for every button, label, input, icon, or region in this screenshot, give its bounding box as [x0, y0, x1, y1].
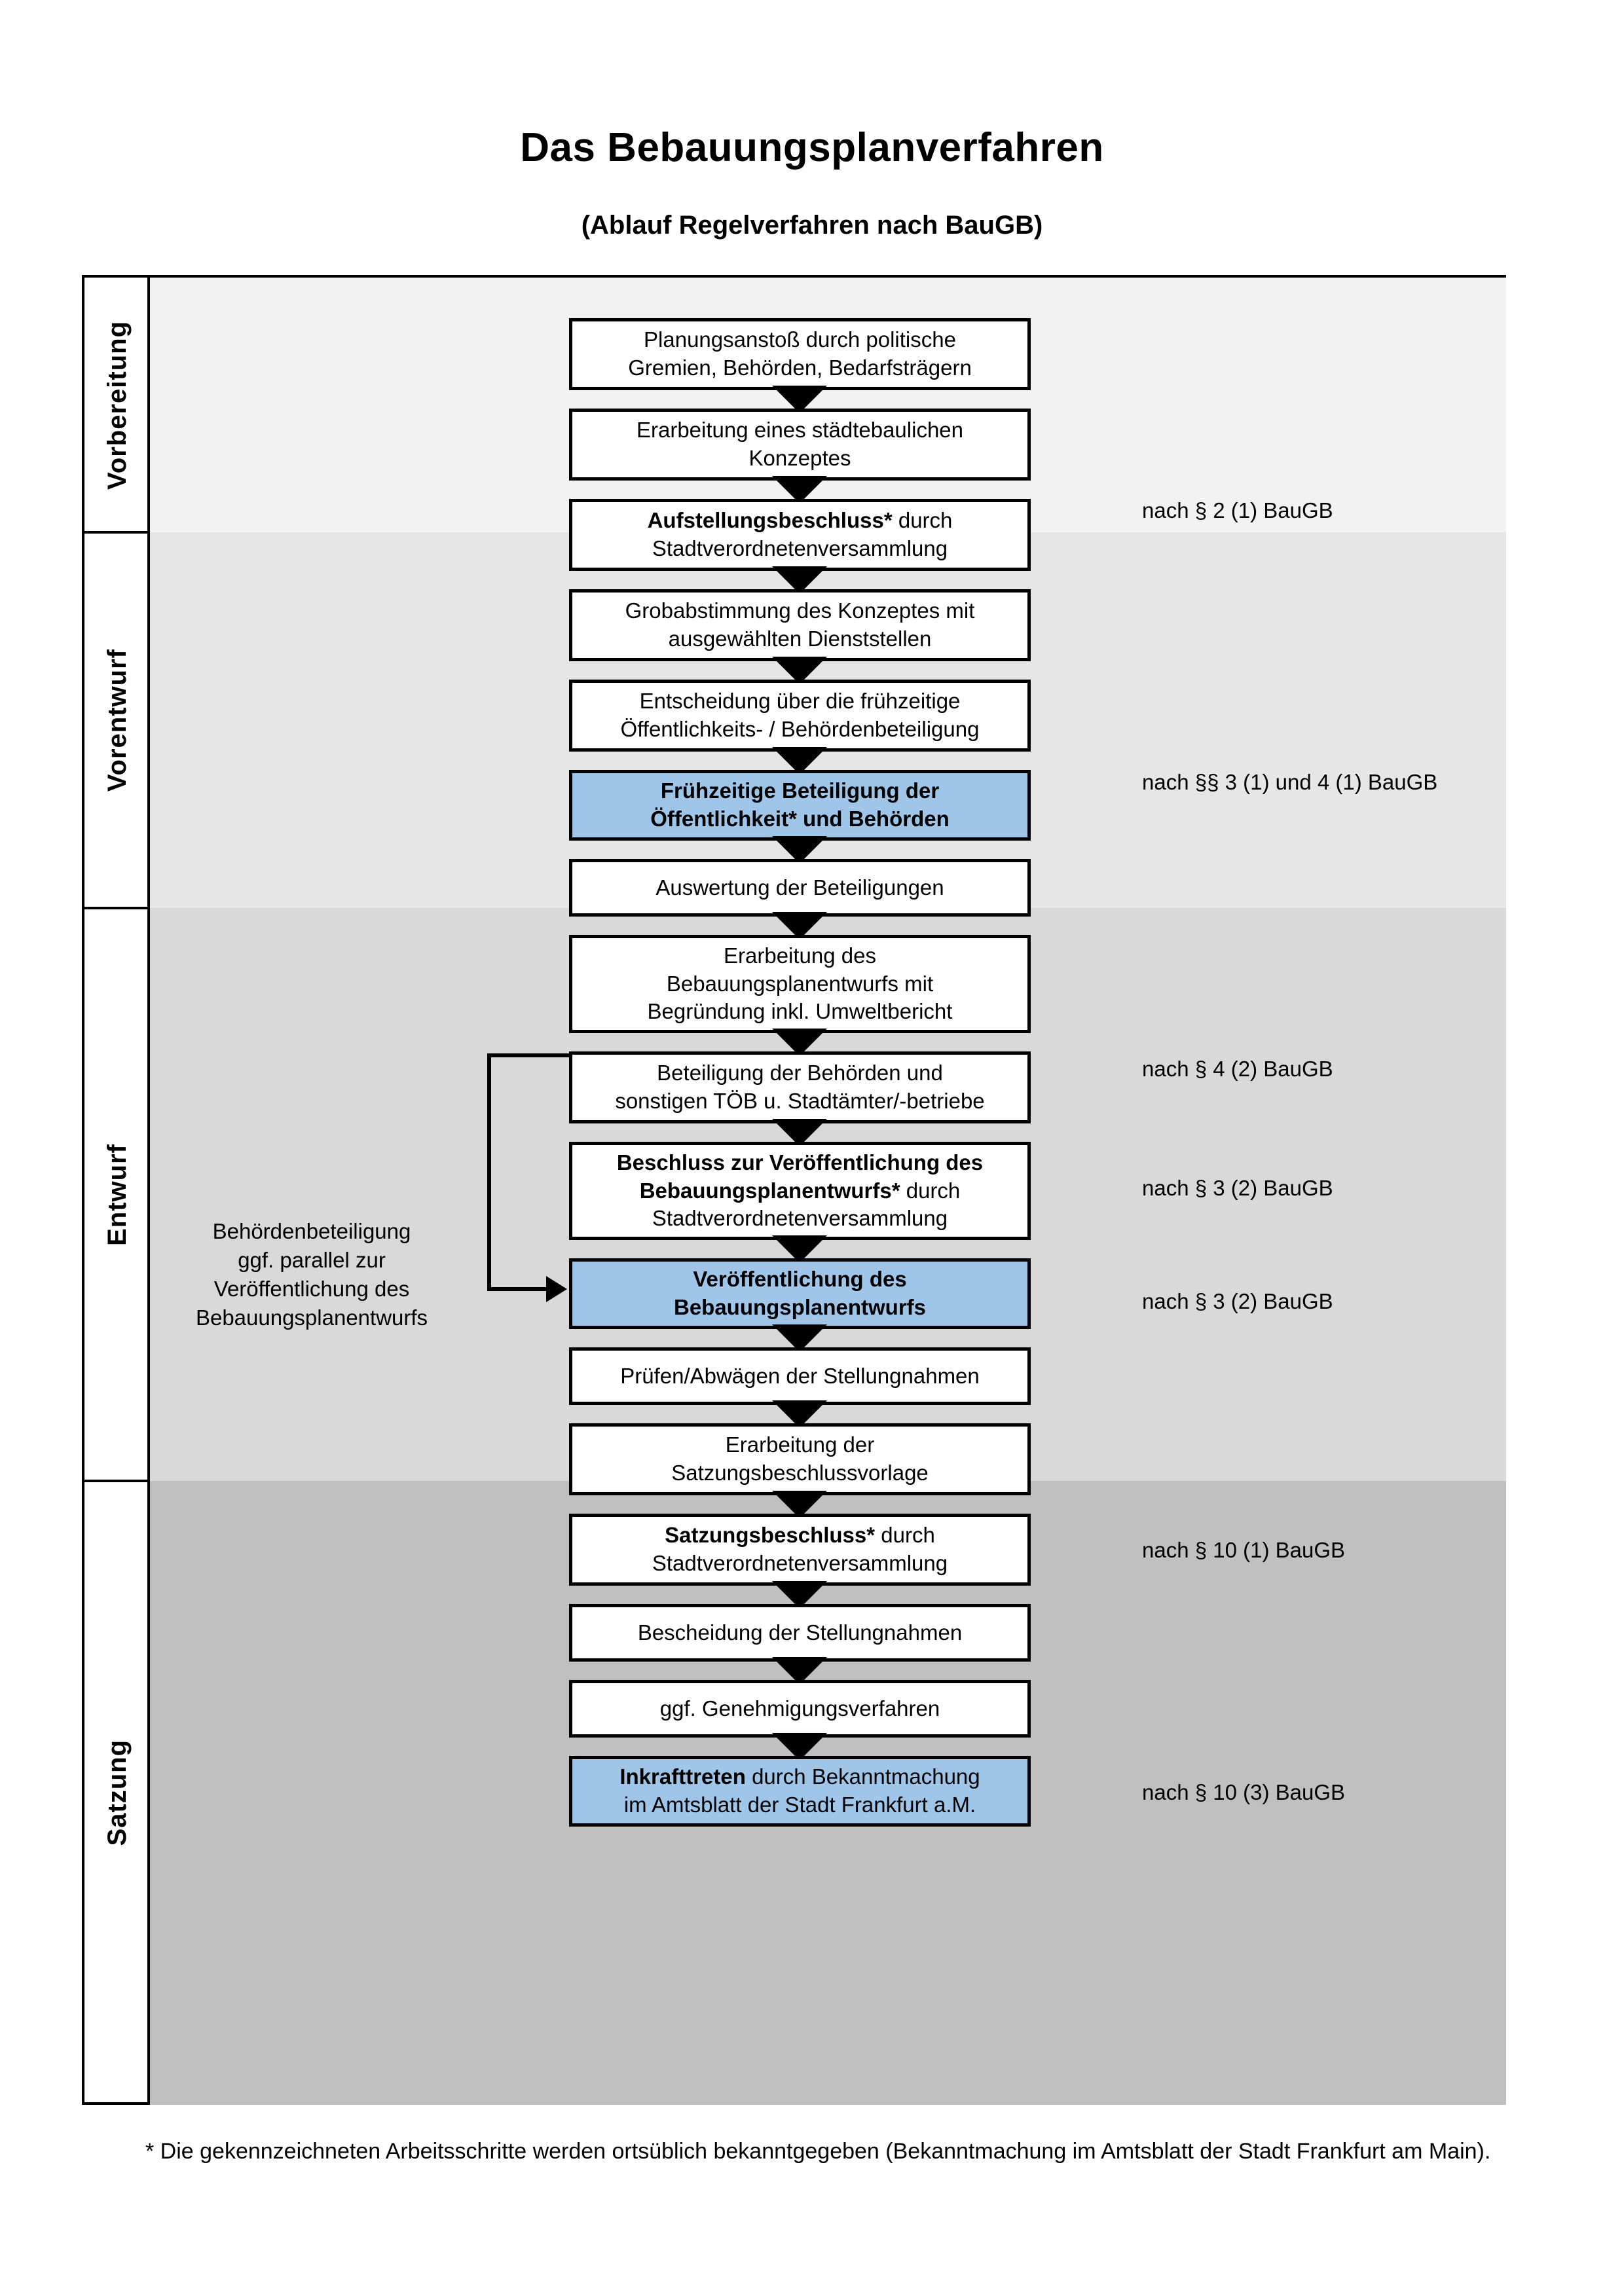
- phase-divider: [84, 907, 150, 909]
- side-note-line: Behördenbeteiligung: [212, 1219, 411, 1243]
- annotation-par4-2: nach § 4 (2) BauGB: [1142, 1057, 1333, 1081]
- step-text: Auswertung der Beteiligungen: [655, 875, 944, 900]
- step-text: ggf. Genehmigungsverfahren: [659, 1696, 940, 1721]
- step-box-ggf-genehmigungsverfahren[interactable]: ggf. Genehmigungsverfahren: [569, 1680, 1031, 1738]
- annotation-par3-2-a: nach § 3 (2) BauGB: [1142, 1176, 1333, 1200]
- phase-label-column: Vorbereitung Vorentwurf Entwurf Satzung: [84, 278, 150, 2102]
- annotation-par10-1: nach § 10 (1) BauGB: [1142, 1538, 1346, 1562]
- side-note-line: Veröffentlichung des: [213, 1276, 410, 1301]
- phase-label-text: Vorentwurf: [102, 648, 132, 792]
- side-note-behoerdenbeteiligung: Behördenbeteiligung ggf. parallel zur Ve…: [174, 1217, 449, 1332]
- step-box-bescheidung-stellungnahmen[interactable]: Bescheidung der Stellungnahmen: [569, 1604, 1031, 1662]
- phase-divider: [84, 531, 150, 534]
- page-title: Das Bebauungsplanverfahren: [520, 125, 1104, 170]
- step-text: Bescheidung der Stellungnahmen: [637, 1620, 963, 1645]
- step-box-auswertung-beteiligungen[interactable]: Auswertung der Beteiligungen: [569, 859, 1031, 917]
- annotation-par3-2-b: nach § 3 (2) BauGB: [1142, 1289, 1333, 1313]
- flowchart-frame: Vorbereitung Vorentwurf Entwurf Satzung …: [82, 275, 1506, 2105]
- side-note-line: Bebauungsplanentwurfs: [195, 1305, 428, 1330]
- phase-label-text: Vorbereitung: [102, 320, 132, 490]
- phase-label-satzung: Satzung: [84, 1481, 150, 2105]
- annotation-par10-3: nach § 10 (3) BauGB: [1142, 1780, 1346, 1804]
- phase-label-vorbereitung: Vorbereitung: [84, 278, 150, 532]
- footnote: * Die gekennzeichneten Arbeitsschritte w…: [145, 2139, 1491, 2164]
- phase-divider: [84, 1480, 150, 1482]
- phase-label-text: Entwurf: [102, 1143, 132, 1246]
- page-subtitle: (Ablauf Regelverfahren nach BauGB): [581, 211, 1043, 240]
- side-note-line: ggf. parallel zur: [238, 1247, 386, 1272]
- step-text: Prüfen/Abwägen der Stellungnahmen: [620, 1363, 980, 1388]
- phase-label-entwurf: Entwurf: [84, 908, 150, 1481]
- bold-part: Bebauungsplanentwurfs*: [639, 1178, 900, 1203]
- bracket-bottom-segment: [487, 1287, 547, 1291]
- phase-label-text: Satzung: [102, 1740, 132, 1846]
- phase-band-vorbereitung: [150, 278, 1506, 532]
- bracket-vertical-spine: [487, 1053, 491, 1291]
- step-box-pruefen-abwaegen[interactable]: Prüfen/Abwägen der Stellungnahmen: [569, 1347, 1031, 1405]
- annotation-par2-1: nach § 2 (1) BauGB: [1142, 498, 1333, 522]
- phase-label-vorentwurf: Vorentwurf: [84, 532, 150, 908]
- bracket-top-segment: [487, 1053, 571, 1057]
- annotation-par3-1-4-1: nach §§ 3 (1) und 4 (1) BauGB: [1142, 770, 1438, 794]
- bracket-arrow-head: [546, 1276, 567, 1302]
